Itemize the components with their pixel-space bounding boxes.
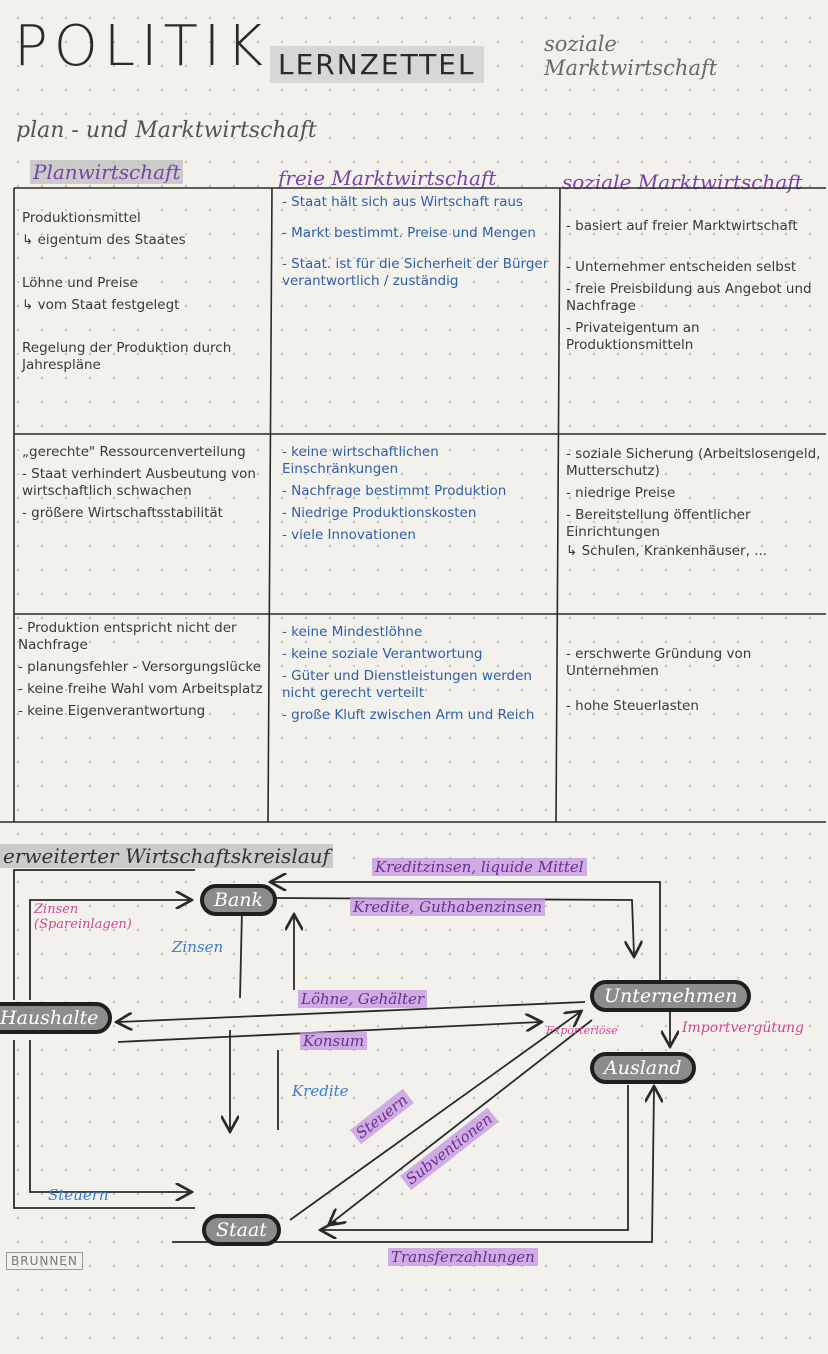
node-bank: Bank [200,884,278,916]
cell-soziale-row2: - soziale Sicherung (Arbeitslosengeld, M… [566,446,821,565]
page-subtitle: LERNZETTEL [270,46,484,83]
side-note: soziale Marktwirtschaft [544,32,717,80]
page-title: POLITIK [14,14,270,79]
flow-kredite-guthaben: Kredite, Guthabenzinsen [350,898,546,916]
cell-text: - keine wirtschaftlichen Einschränkungen [282,444,439,477]
flow-zinsen: Zinsen [172,938,224,956]
flow-steuern: Steuern [48,1186,109,1204]
cell-text: - hohe Steuerlasten [566,698,699,714]
cell-text: - größere Wirtschaftsstabilität [22,505,223,521]
cell-text: - Privateigentum an Produktionsmitteln [566,320,700,353]
side-note-line2: Marktwirtschaft [544,56,718,80]
flow-kredite: Kredite [292,1082,349,1100]
node-haushalte: Haushalte [0,1002,113,1034]
cell-text: - basiert auf freier Marktwirtschaft [566,218,798,234]
cell-text: - Güter und Dienstleistungen werden nich… [282,668,532,701]
node-unternehmen: Unternehmen [590,980,752,1012]
cell-text: - erschwerte Gründung von Unternehmen [566,646,752,679]
cell-text: - planungsfehler - Versorgungslücke [18,659,262,675]
cell-text: - keine freihe Wahl vom Arbeitsplatz [18,681,263,697]
flow-zinsen-spareinlagen: Zinsen (Spareinlagen) [34,902,132,932]
node-ausland: Ausland [590,1052,696,1084]
col-head-soziale: soziale Marktwirtschaft [562,170,803,194]
cell-text: - Markt bestimmt. Preise und Mengen [282,225,536,241]
col-head-freie: freie Marktwirtschaft [278,166,497,190]
cell-text: - keine soziale Verantwortung [282,646,483,662]
cell-soziale-row1: - basiert auf freier Marktwirtschaft - U… [566,218,821,359]
cell-text: „gerechte" Ressourcenverteilung [22,444,246,460]
cell-plan-row1: Produktionsmittel ↳ eigentum des Staates… [22,210,262,379]
cell-freie-row1: - Staat hält sich aus Wirtschaft raus - … [282,194,552,295]
cell-text: - Unternehmer entscheiden selbst [566,259,797,275]
flow-transferzahlungen: Transferzahlungen [388,1248,538,1266]
comparison-table-grid [0,187,826,823]
cell-text: ↳ vom Staat festgelegt [22,297,180,313]
cell-text: - soziale Sicherung (Arbeitslosengeld, M… [566,446,821,479]
flow-exporterloese: Exporterlöse [546,1024,618,1037]
brand-logo: BRUNNEN [6,1252,83,1270]
cell-text: - Niedrige Produktionskosten [282,505,477,521]
cell-text: Regelung der Produktion durch Jahresplän… [22,340,232,373]
cell-text: - Nachfrage bestimmt Produktion [282,483,507,499]
flow-kreditzinsen: Kreditzinsen, liquide Mittel [372,858,587,876]
node-staat: Staat [202,1214,281,1246]
side-note-line1: soziale [544,32,617,56]
cell-text: - Staat hält sich aus Wirtschaft raus [282,194,523,210]
cell-freie-row3: - keine Mindestlöhne - keine soziale Ver… [282,624,552,729]
cell-text: - keine Mindestlöhne [282,624,423,640]
col-head-planwirtschaft: Planwirtschaft [30,160,184,184]
cell-freie-row2: - keine wirtschaftlichen Einschränkungen… [282,444,552,549]
cell-text: - keine Eigenverantwortung [18,703,206,719]
section2-heading: erweiterter Wirtschaftskreislauf [0,844,333,868]
cell-text: ↳ eigentum des Staates [22,232,186,248]
cell-text: - Produktion entspricht nicht der Nachfr… [18,620,237,653]
section1-heading: plan - und Marktwirtschaft [16,118,317,143]
cell-text: - große Kluft zwischen Arm und Reich [282,707,535,723]
cell-plan-row3: - Produktion entspricht nicht der Nachfr… [18,620,266,725]
flow-konsum: Konsum [300,1032,368,1050]
cell-text: - Bereitstellung öffentlicher Einrichtun… [566,507,751,540]
cell-text: - Staat. ist für die Sicherheit der Bürg… [282,256,549,289]
cell-soziale-row3: - erschwerte Gründung von Unternehmen - … [566,646,821,720]
cell-text: - freie Preisbildung aus Angebot und Nac… [566,281,812,314]
flow-importverguetung: Importvergütung [682,1020,805,1036]
cell-text: ↳ Schulen, Krankenhäuser, ... [566,543,768,559]
flow-loehne-gehaelter: Löhne, Gehälter [298,990,428,1008]
cell-text: - niedrige Preise [566,485,676,501]
cell-text: - viele Innovationen [282,527,416,543]
cell-text: Löhne und Preise [22,275,138,291]
cell-text: - Staat verhindert Ausbeutung von wirtsc… [22,466,256,499]
circular-flow-arrows [13,869,828,1243]
cell-plan-row2: „gerechte" Ressourcenverteilung - Staat … [22,444,267,527]
cell-text: Produktionsmittel [22,210,141,226]
